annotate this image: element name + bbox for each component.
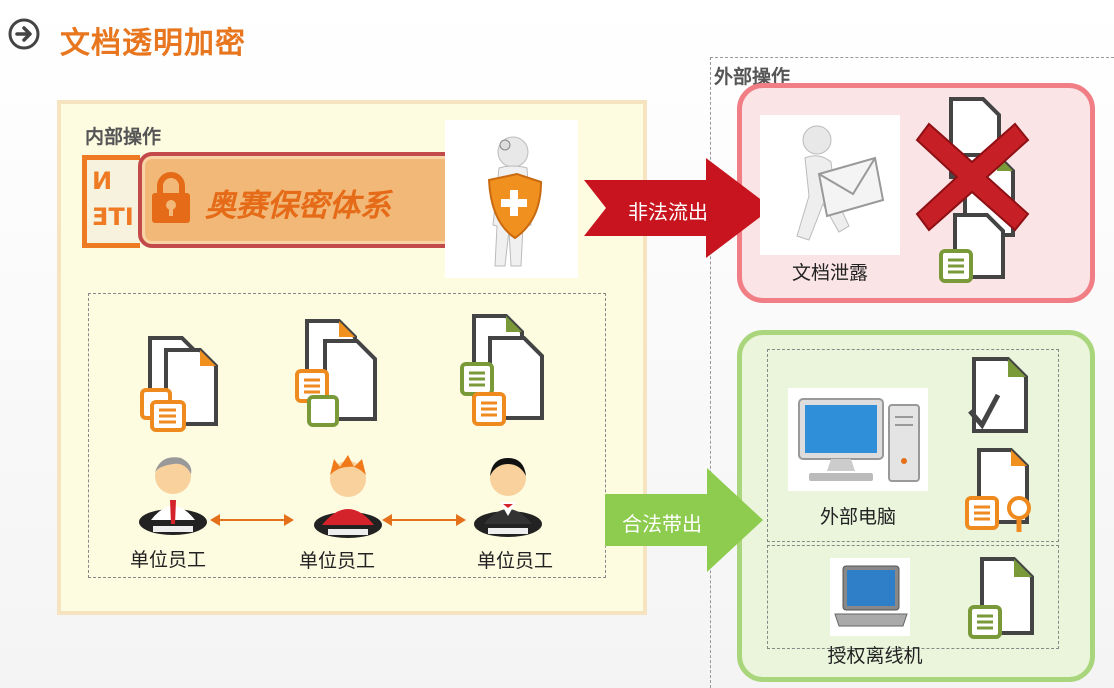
document-search-icon: [965, 448, 1031, 532]
document-lock-icon: [140, 336, 218, 432]
side-tag-text: N ITE: [92, 163, 134, 235]
person-icon: [314, 455, 382, 538]
side-tag-line-1: N: [92, 167, 113, 195]
legal-arrow: [605, 468, 763, 572]
doctor-shield-icon: [487, 136, 543, 267]
staff-label: 单位员工: [129, 549, 206, 571]
lock-icon: [152, 172, 190, 223]
person-icon: [474, 458, 542, 537]
external-label: 外部操作: [714, 66, 791, 88]
page-title: 文档透明加密: [60, 26, 246, 61]
laptop-icon: [834, 565, 908, 627]
person-icon: [139, 457, 207, 535]
arrow-circle-right-icon: [8, 18, 40, 50]
side-tag-line-2: ITE: [92, 203, 134, 231]
staff-label: 单位员工: [476, 550, 553, 572]
security-badge-text: 奥赛保密体系: [205, 188, 391, 224]
illegal-arrow: [584, 158, 772, 258]
staff-area: [88, 293, 606, 578]
leak-caption: 文档泄露: [791, 262, 868, 284]
exchange-arrow-icon: [210, 514, 294, 526]
laptop-caption: 授权离线机: [827, 645, 923, 667]
side-tag: [82, 155, 140, 248]
legal-arrow-label: 合法带出: [622, 512, 702, 536]
offline-laptop-area: [767, 545, 1059, 649]
exchange-arrow-icon: [382, 514, 466, 526]
document-lock-icon: [460, 314, 544, 426]
staff-label: 单位员工: [298, 550, 375, 572]
document-lock-icon: [968, 557, 1034, 639]
pc-caption: 外部电脑: [819, 506, 896, 528]
document-check-icon: [968, 357, 1028, 433]
computer-icon: [798, 398, 920, 482]
illegal-arrow-label: 非法流出: [628, 200, 708, 224]
external-area: [710, 57, 1114, 688]
letter-runner-icon: [796, 125, 885, 241]
security-badge: [138, 152, 468, 248]
red-x-icon: [915, 122, 1030, 232]
document-lock-icon: [295, 319, 377, 427]
external-pc-area: [767, 349, 1059, 542]
internal-label: 内部操作: [85, 126, 162, 148]
